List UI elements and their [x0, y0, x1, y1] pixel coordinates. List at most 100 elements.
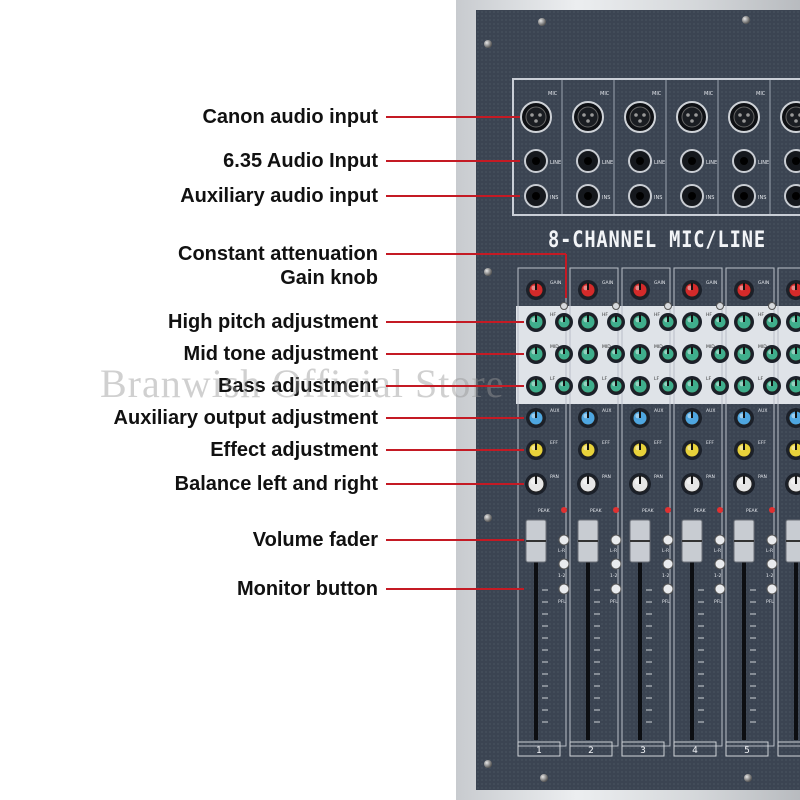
ins-label: INS	[654, 195, 662, 201]
leader-line	[386, 353, 524, 355]
monitor-button	[610, 558, 622, 570]
line-label: LINE	[654, 160, 665, 166]
jack-hole	[688, 192, 696, 200]
channel-strip	[517, 267, 567, 747]
pfl-label: PFL	[558, 599, 566, 605]
pan-knob-label: PAN	[654, 474, 663, 480]
xlr-pin	[794, 119, 798, 123]
channel-number-box	[569, 741, 613, 757]
jack-hole	[740, 157, 748, 165]
xlr-pin	[738, 113, 742, 117]
xlr-pin	[638, 119, 642, 123]
channel-strip	[673, 267, 723, 747]
screw	[744, 774, 752, 782]
leader-line	[386, 195, 520, 197]
xlr-pin	[694, 113, 698, 117]
ins-label: INS	[706, 195, 714, 201]
peak-led	[769, 507, 775, 513]
screw	[538, 18, 546, 26]
callout-monitor: Monitor button	[236, 578, 378, 600]
gain-led	[768, 302, 776, 310]
callout-high: High pitch adjustment	[168, 311, 378, 333]
lf-knob-label: LF	[758, 376, 764, 382]
channel-number: 4	[692, 746, 698, 756]
leader-line	[386, 321, 524, 323]
jack-hole	[584, 192, 592, 200]
fader-track	[690, 540, 694, 740]
xlr-pin	[790, 113, 794, 117]
aux-knob-label: AUX	[758, 408, 767, 414]
line-label: LINE	[706, 160, 717, 166]
xlr-pin	[742, 119, 746, 123]
jack-hole	[636, 192, 644, 200]
bus-label: 1-2	[558, 573, 565, 579]
monitor-button	[558, 534, 570, 546]
bus-label: 1-2	[610, 573, 617, 579]
monitor-button	[766, 558, 778, 570]
xlr-pin	[534, 119, 538, 123]
xlr-pin	[586, 119, 590, 123]
callout-balance: Balance left and right	[174, 473, 378, 495]
mid-knob-label: MID	[654, 344, 663, 350]
screw	[484, 40, 492, 48]
pfl-label: PFL	[610, 599, 618, 605]
callout-mid: Mid tone adjustment	[183, 343, 378, 365]
monitor-button	[558, 583, 570, 595]
xlr-pin	[590, 113, 594, 117]
callout-aux-out: Auxiliary output adjustment	[113, 407, 378, 429]
jack-hole	[688, 157, 696, 165]
leader-line	[386, 588, 524, 590]
gain-knob-label: GAIN	[602, 280, 613, 286]
gain-led	[612, 302, 620, 310]
monitor-button	[714, 558, 726, 570]
mid-knob-label: MID	[758, 344, 767, 350]
channel-number: 2	[588, 746, 594, 756]
lf-knob-label: LF	[602, 376, 608, 382]
gain-knob-label: GAIN	[758, 280, 769, 286]
bus-label: 1-2	[714, 573, 721, 579]
monitor-button	[766, 534, 778, 546]
channel-strip	[725, 267, 775, 747]
gain-knob-label: GAIN	[654, 280, 665, 286]
pfl-label: PFL	[662, 599, 670, 605]
leader-line	[386, 253, 566, 255]
screw	[742, 16, 750, 24]
leader-line	[386, 160, 520, 162]
channel-number-box	[621, 741, 665, 757]
hf-knob-label: HF	[758, 312, 764, 318]
hf-knob-label: HF	[550, 312, 556, 318]
xlr-input-inner	[525, 106, 547, 128]
hf-knob-label: HF	[602, 312, 608, 318]
mid-knob-label: MID	[602, 344, 611, 350]
channel-number: 1	[536, 746, 542, 756]
eff-knob-label: EFF	[550, 440, 558, 446]
aux-knob-label: AUX	[550, 408, 559, 414]
aux-knob-label: AUX	[654, 408, 663, 414]
fader-track	[638, 540, 642, 740]
monitor-button	[610, 534, 622, 546]
monitor-button	[714, 583, 726, 595]
pan-knob-label: PAN	[758, 474, 767, 480]
jack-hole	[584, 157, 592, 165]
callout-atten2: Gain knob	[280, 267, 378, 289]
xlr-input-inner	[681, 106, 703, 128]
lr-label: L-R	[714, 548, 721, 554]
mic-label: MIC	[704, 91, 714, 97]
lr-label: L-R	[662, 548, 669, 554]
line-label: LINE	[550, 160, 561, 166]
xlr-input-inner	[733, 106, 755, 128]
lf-knob-label: LF	[706, 376, 712, 382]
channel-strip	[621, 267, 671, 747]
eff-knob-label: EFF	[758, 440, 766, 446]
screw	[484, 760, 492, 768]
mic-label: MIC	[600, 91, 610, 97]
channel-number: 3	[640, 746, 646, 756]
ins-label: INS	[550, 195, 558, 201]
input-section	[512, 78, 800, 216]
peak-label: PEAK	[590, 508, 603, 514]
peak-label: PEAK	[538, 508, 551, 514]
pan-knob-label: PAN	[602, 474, 611, 480]
lr-label: L-R	[610, 548, 617, 554]
xlr-pin	[686, 113, 690, 117]
